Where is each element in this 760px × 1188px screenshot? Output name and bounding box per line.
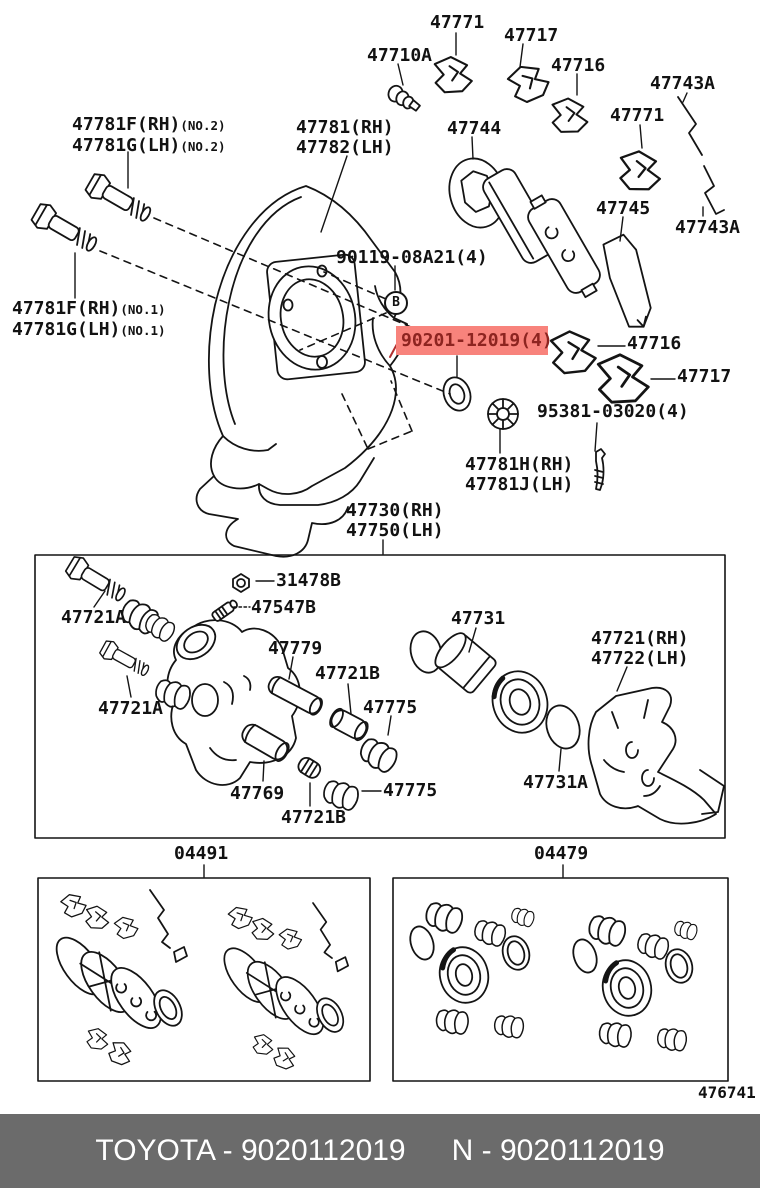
pad-kit-box	[37, 877, 371, 1082]
part-label-47779[interactable]: 47779	[268, 638, 323, 659]
part-label-47721a-2[interactable]: 47721A	[98, 698, 164, 719]
part-label-47771-mid[interactable]: 47771	[610, 105, 665, 126]
part-label-47775-2[interactable]: 47775	[383, 780, 438, 801]
part-label-47717-top[interactable]: 47717	[504, 25, 559, 46]
caliper-kit-box	[34, 554, 726, 839]
leader-lines	[74, 32, 704, 878]
part-label-47781f-no1[interactable]: 47781F(RH)(NO.1)47781G(LH)(NO.1)	[12, 298, 166, 340]
part-label-47716-top[interactable]: 47716	[551, 55, 606, 76]
highlighted-part-number-text: 90201-12019(4)	[401, 330, 553, 351]
part-label-47717-right[interactable]: 47717	[677, 366, 732, 387]
diagram-line-art	[28, 32, 729, 1082]
part-label-47721a-1[interactable]: 47721A	[61, 607, 127, 628]
part-label-47781h-j[interactable]: 47781H(RH)47781J(LH)	[465, 454, 574, 495]
bolt-marker-b: B	[384, 291, 408, 315]
part-label-47769[interactable]: 47769	[230, 783, 285, 804]
part-label-95381-03020[interactable]: 95381-03020(4)	[537, 401, 689, 422]
part-label-47744[interactable]: 47744	[447, 118, 502, 139]
part-label-04479[interactable]: 04479	[534, 843, 589, 864]
slide-pins-and-boots	[63, 552, 402, 814]
part-label-47721b-1[interactable]: 47721B	[315, 663, 381, 684]
pad-kit-contents	[48, 890, 349, 1073]
piston-and-seals	[409, 630, 581, 750]
part-label-47743a-top[interactable]: 47743A	[650, 73, 716, 94]
caliper-mounting-bracket	[587, 686, 725, 825]
brake-pads	[448, 157, 652, 328]
part-label-47745[interactable]: 47745	[596, 198, 651, 219]
part-label-47547b[interactable]: 47547B	[251, 597, 317, 618]
part-label-47731[interactable]: 47731	[451, 608, 506, 629]
part-label-04491[interactable]: 04491	[174, 843, 229, 864]
part-label-47775-1[interactable]: 47775	[363, 697, 418, 718]
part-label-47771-top[interactable]: 47771	[430, 12, 485, 33]
footer-n-code: N - 9020112019	[451, 1134, 665, 1167]
small-hardware	[442, 376, 606, 491]
part-label-47730-47750[interactable]: 47730(RH)47750(LH)	[346, 500, 444, 541]
grease-fitting-47710a	[387, 84, 421, 112]
footer-bar: TOYOTA - 9020112019 N - 9020112019	[0, 1114, 760, 1188]
part-label-47716-right[interactable]: 47716	[627, 333, 682, 354]
seal-kit-contents	[406, 899, 699, 1052]
part-label-47781f-no2[interactable]: 47781F(RH)(NO.2)47781G(LH)(NO.2)	[72, 114, 226, 156]
part-label-47743a-right[interactable]: 47743A	[675, 217, 741, 238]
footer-toyota-code: TOYOTA - 9020112019	[95, 1134, 406, 1167]
mounting-bolts	[28, 169, 156, 258]
part-label-47710a[interactable]: 47710A	[367, 45, 433, 66]
part-label-47781-47782[interactable]: 47781(RH)47782(LH)	[296, 117, 394, 158]
part-label-47721-47722[interactable]: 47721(RH)47722(LH)	[591, 628, 689, 669]
highlighted-part-number[interactable]: 90201-12019(4)	[396, 326, 553, 355]
part-label-90119-08a21[interactable]: 90119-08A21(4)	[336, 247, 488, 268]
wear-indicator-pins-47743a	[677, 96, 725, 215]
part-label-31478b[interactable]: 31478B	[276, 570, 342, 591]
seal-kit-box	[392, 877, 729, 1082]
drawing-number: 476741	[698, 1083, 756, 1102]
dust-shield	[195, 185, 409, 558]
assembly-dashes	[99, 217, 451, 450]
part-label-47721b-2[interactable]: 47721B	[281, 807, 347, 828]
part-label-47731a[interactable]: 47731A	[523, 772, 589, 793]
